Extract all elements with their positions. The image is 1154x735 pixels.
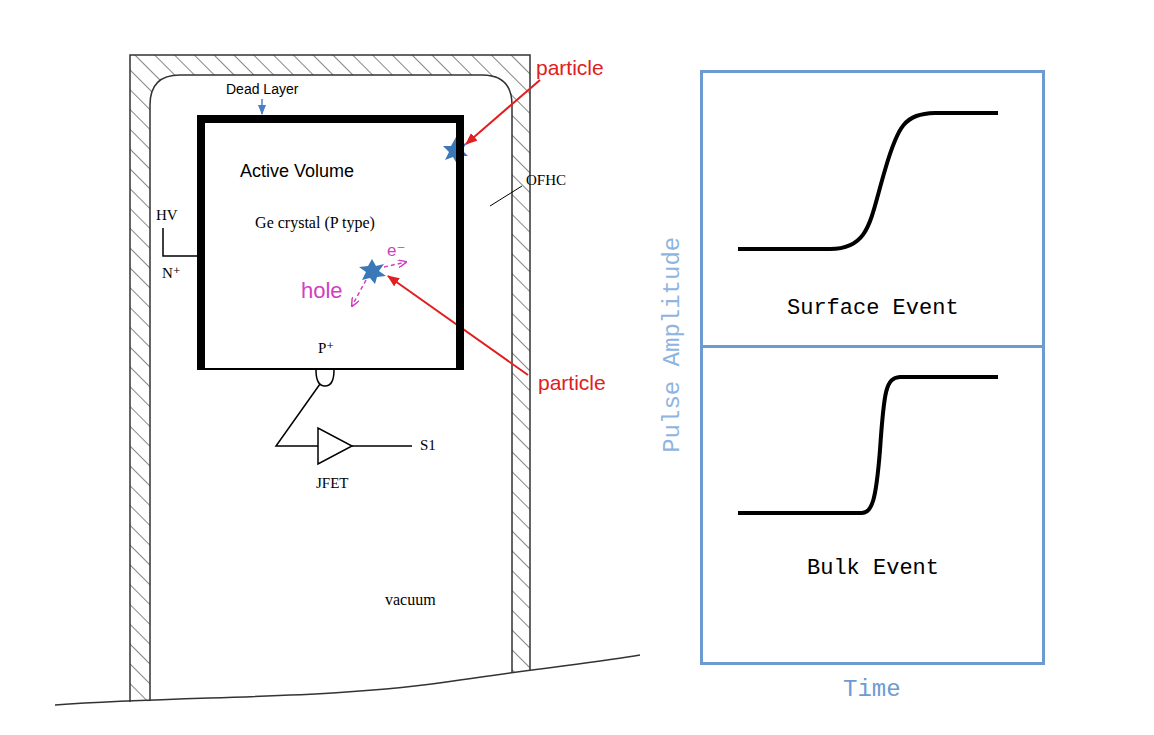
particle-label: particle <box>536 56 604 80</box>
part-label: OFHC <box>526 172 566 189</box>
signal-wire <box>276 384 320 446</box>
jfet-symbol <box>318 428 352 464</box>
cut-line <box>55 655 640 705</box>
pulse-panel: Bulk Event <box>700 345 1045 665</box>
bulk-pulse <box>738 377 998 513</box>
dead-layer-arrow <box>261 99 263 114</box>
hv-lead <box>163 228 197 256</box>
ofhc-leader <box>490 186 522 206</box>
signal-label: S1 <box>420 437 436 454</box>
particle-arrow <box>466 80 540 144</box>
part-label: Dead Layer <box>226 81 298 97</box>
output-wire <box>352 445 412 447</box>
axis-label: Pulse Amplitude <box>659 237 687 453</box>
pin-label: HV <box>156 207 178 224</box>
ofhc-wall <box>130 55 530 735</box>
pin-label: P⁺ <box>318 340 334 357</box>
pulse-panel: Surface Event <box>700 70 1045 348</box>
cut-mask <box>40 655 650 735</box>
ge-crystal: Active Volume Ge crystal (P type) <box>197 115 464 370</box>
surface-pulse <box>738 113 998 249</box>
node-text: Ge crystal (P type) <box>255 214 375 232</box>
node-text: Bulk Event <box>807 556 939 581</box>
electron-arrow <box>384 262 406 267</box>
node-text: Surface Event <box>787 296 959 321</box>
region-label: vacuum <box>385 591 436 609</box>
carrier-label: e⁻ <box>387 241 405 261</box>
interaction-star <box>359 259 386 284</box>
pin-label: N⁺ <box>162 265 181 282</box>
particle-label: particle <box>538 371 606 395</box>
hole-arrow <box>352 280 366 306</box>
interaction-star <box>443 137 468 164</box>
part-label: JFET <box>316 475 349 492</box>
p-contact <box>316 370 334 386</box>
carrier-label: hole <box>301 278 343 303</box>
axis-label: Time <box>843 676 901 704</box>
node-text: Active Volume <box>240 161 354 182</box>
